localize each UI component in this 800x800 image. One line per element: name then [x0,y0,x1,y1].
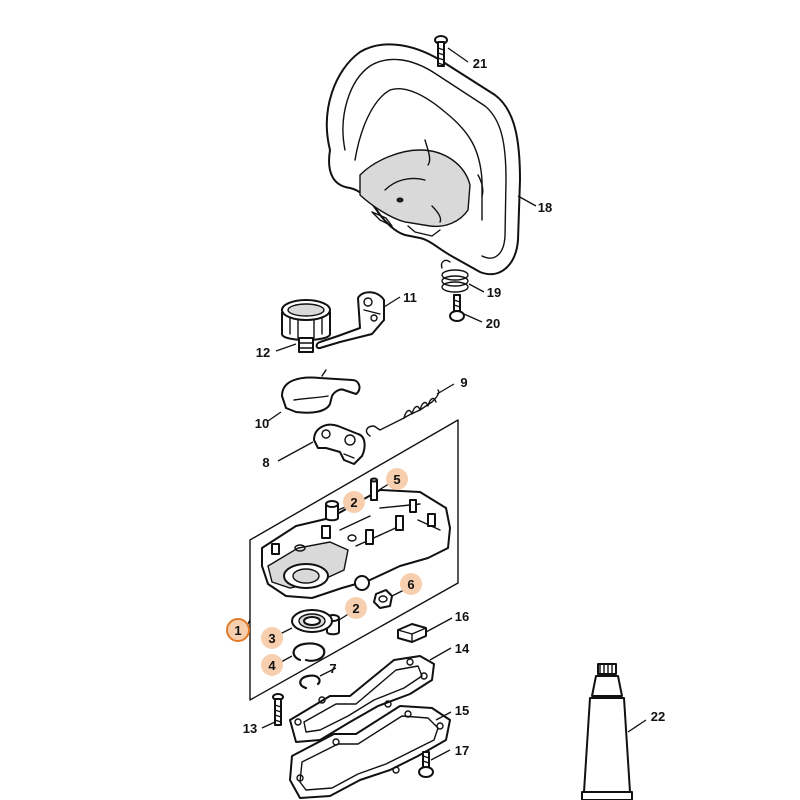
bearing-3-part[interactable] [291,609,333,633]
callout-label: 20 [486,316,500,331]
lever-11-part[interactable] [315,291,385,350]
callout-7[interactable]: 7 [329,661,336,676]
callout-12[interactable]: 12 [256,345,270,360]
slider-16-part[interactable] [397,623,427,643]
gear-housing-group [249,419,459,701]
callout-highlight [261,654,283,676]
callout-17[interactable]: 17 [455,743,469,758]
callout-label: 10 [255,416,269,431]
callout-label: 3 [268,631,275,646]
callout-label: 4 [268,658,276,673]
callout-18[interactable]: 18 [538,200,552,215]
callout-6[interactable]: 6 [400,573,422,595]
circlip-7-part[interactable] [299,674,321,690]
callout-label: 16 [455,609,469,624]
screw-20-part[interactable] [449,294,465,322]
sleeve-2-upper-part[interactable] [325,500,339,522]
callout-10[interactable]: 10 [255,416,269,431]
callout-2b[interactable]: 2 [345,597,367,619]
callout-2a[interactable]: 2 [343,491,365,513]
bracket-8-part[interactable] [313,423,366,465]
cover-15-part[interactable] [289,705,451,799]
callout-14[interactable]: 14 [455,641,470,656]
callout-highlight [345,597,367,619]
callout-16[interactable]: 16 [455,609,469,624]
callout-label: 6 [407,577,414,592]
callout-label: 21 [473,56,487,71]
callout-label: 15 [455,703,469,718]
screw-13-part[interactable] [272,693,284,726]
circlip-4-part[interactable] [292,642,326,662]
callout-13[interactable]: 13 [243,721,257,736]
grease-tube-22-part[interactable] [581,663,633,800]
spring-19-part[interactable] [440,259,469,293]
callout-label: 2 [352,601,359,616]
callout-highlight [226,618,250,642]
pin-5-part[interactable] [370,477,378,501]
callout-9[interactable]: 9 [460,375,467,390]
callout-label: 19 [487,285,501,300]
callout-label: 8 [262,455,269,470]
gear-housing-part[interactable] [261,489,451,599]
plug-6-part[interactable] [354,575,393,609]
gasket-14-part[interactable] [289,655,435,743]
callout-highlight [400,573,422,595]
screw-21-part[interactable] [434,35,448,67]
callout-label: 9 [460,375,467,390]
callout-label: 5 [393,472,400,487]
callout-3[interactable]: 3 [261,627,283,649]
callout-label: 11 [403,290,417,305]
callout-11[interactable]: 11 [403,290,417,305]
callout-label: 7 [329,661,336,676]
callout-label: 22 [651,709,665,724]
callout-label: 14 [455,641,470,656]
callout-15[interactable]: 15 [455,703,469,718]
callout-1[interactable]: 1 [226,618,250,642]
callout-20[interactable]: 20 [486,316,500,331]
callout-label: 12 [256,345,270,360]
callout-8[interactable]: 8 [262,455,269,470]
callout-22[interactable]: 22 [651,709,665,724]
screw-17-part[interactable] [418,751,434,778]
handle-part[interactable] [325,43,521,276]
callout-label: 13 [243,721,257,736]
callout-label: 17 [455,743,469,758]
callout-label: 1 [234,623,241,638]
spring-9-part[interactable] [365,389,440,437]
callout-4[interactable]: 4 [261,654,283,676]
callout-highlight [386,468,408,490]
callout-21[interactable]: 21 [473,56,487,71]
callout-5[interactable]: 5 [386,468,408,490]
pinion-12-part[interactable] [281,299,331,353]
callout-highlight [261,627,283,649]
callout-label: 2 [350,495,357,510]
callout-label: 18 [538,200,552,215]
callout-19[interactable]: 19 [487,285,501,300]
callout-highlight [343,491,365,513]
spring-10-part[interactable] [281,369,361,414]
